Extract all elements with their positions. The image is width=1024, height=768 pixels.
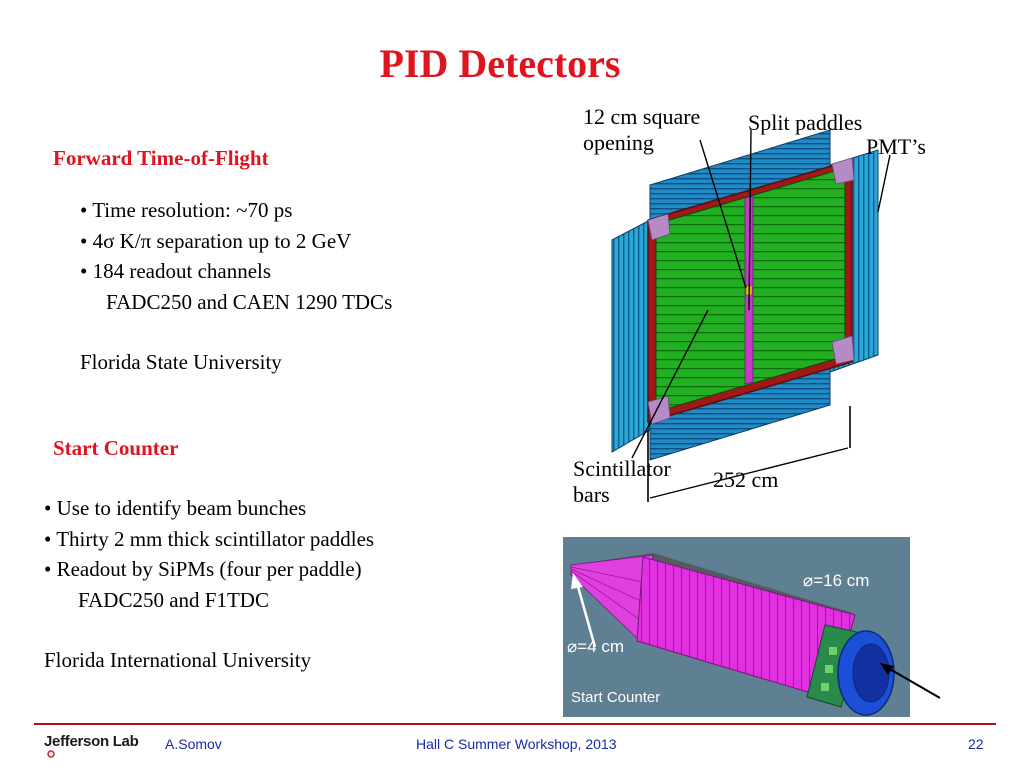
pmts-label: PMT’s xyxy=(866,134,926,159)
sc-caption: Start Counter xyxy=(571,689,661,706)
bars-label-line2: bars xyxy=(573,482,610,507)
slide-title: PID Detectors xyxy=(379,41,621,86)
footer-author: A.Somov xyxy=(165,736,222,752)
sc-bullet: • Use to identify beam bunches xyxy=(44,496,307,520)
tof-bullet: • 4σ K/π separation up to 2 GeV xyxy=(80,228,352,253)
opening-label-line2: opening xyxy=(583,130,654,155)
sc-bullet: • Readout by SiPMs (four per paddle) xyxy=(44,557,362,581)
tof-detector-figure xyxy=(611,129,891,502)
start-counter-render xyxy=(570,553,895,716)
opening-label-line1: 12 cm square xyxy=(583,104,701,129)
sc-diameter-4-label: ⌀=4 cm xyxy=(567,637,625,656)
tof-bullet: • 184 readout channels xyxy=(80,259,272,283)
tof-readout-detail: FADC250 and CAEN 1290 TDCs xyxy=(106,289,393,314)
tof-details: • Time resolution: ~70 ps • 4σ K/π separ… xyxy=(80,195,392,378)
sc-details: • Use to identify beam bunches • Thirty … xyxy=(44,493,374,676)
sc-institution: Florida International University xyxy=(44,648,312,672)
jefferson-lab-logo: Jefferson Lab xyxy=(44,733,139,750)
tof-institution: Florida State University xyxy=(80,350,282,374)
flange-arrow xyxy=(880,663,941,699)
start-counter-figure: ⌀=16 cm ⌀=4 cm Start Counter xyxy=(563,537,910,717)
width-label: 252 cm xyxy=(713,467,779,492)
split-paddles-label: Split paddles xyxy=(748,110,863,135)
footer-divider xyxy=(34,723,996,725)
sc-readout-detail: FADC250 and F1TDC xyxy=(78,587,269,612)
opening-label: 12 cm square opening xyxy=(583,104,700,156)
sc-bullet: • Thirty 2 mm thick scintillator paddles xyxy=(44,526,375,551)
tof-bullet: • Time resolution: ~70 ps xyxy=(80,198,293,222)
sc-diameter-16-label: ⌀=16 cm xyxy=(803,571,870,590)
bars-label-line1: Scintillator xyxy=(573,456,671,481)
page-number: 22 xyxy=(968,736,984,752)
scintillator-bars-label: Scintillator bars xyxy=(573,456,671,508)
logo-atom-icon xyxy=(47,750,55,758)
footer-event: Hall C Summer Workshop, 2013 xyxy=(416,736,617,752)
tof-heading: Forward Time-of-Flight xyxy=(53,146,269,170)
sc-heading: Start Counter xyxy=(53,436,179,460)
